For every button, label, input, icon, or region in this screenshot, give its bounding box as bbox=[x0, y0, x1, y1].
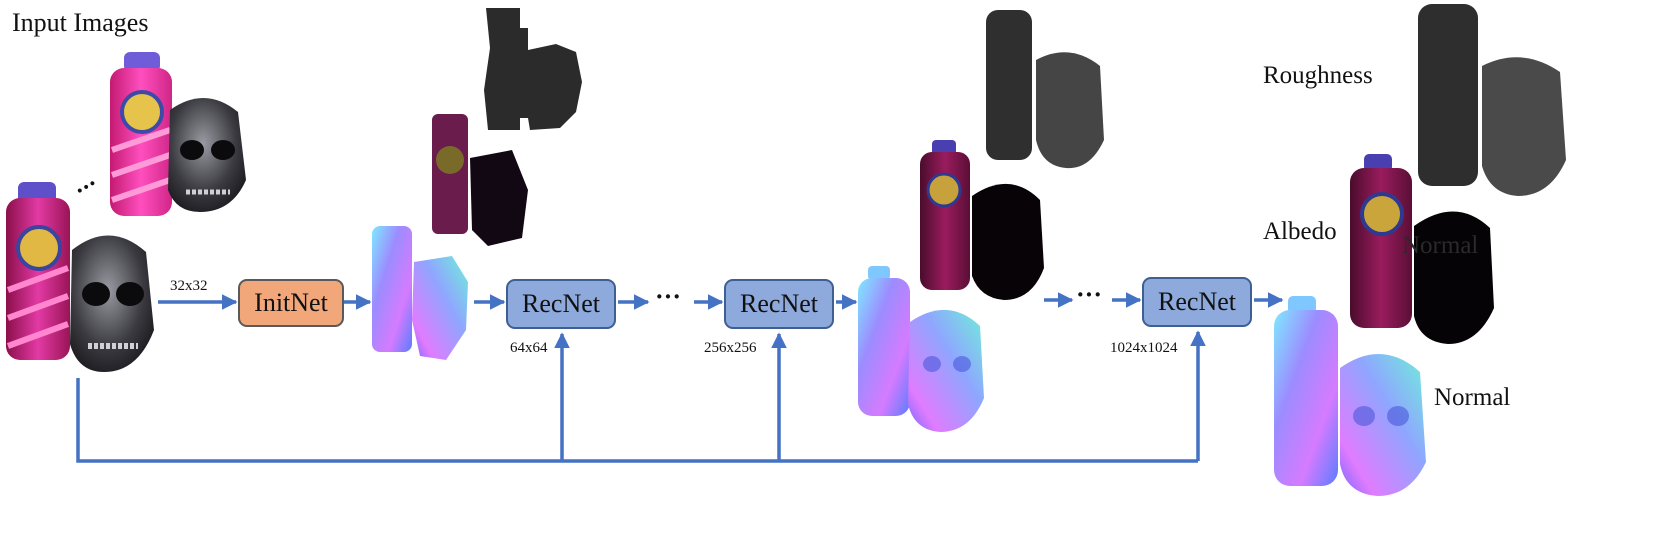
recnet-box-3: RecNet bbox=[1142, 277, 1252, 327]
input-bottle-front bbox=[6, 182, 70, 360]
mid-albedo-image bbox=[920, 140, 1044, 300]
recnet-1-resolution: 64x64 bbox=[510, 340, 548, 356]
final-roughness-image bbox=[1418, 4, 1566, 196]
final-normal-image bbox=[1274, 296, 1426, 496]
initnet-output bbox=[372, 8, 582, 360]
input-images-title: Input Images bbox=[12, 8, 149, 37]
ellipsis-2: ··· bbox=[1076, 280, 1103, 309]
final-albedo-image bbox=[1350, 154, 1494, 344]
initnet-box: InitNet bbox=[238, 279, 344, 327]
initnet-input-resolution: 32x32 bbox=[170, 278, 208, 294]
input-skull-back bbox=[168, 97, 246, 212]
occluded-normal-label: Normal bbox=[1402, 232, 1479, 259]
recnet-256-output bbox=[858, 10, 1104, 432]
recnet-box-1: RecNet bbox=[506, 279, 616, 329]
mid-roughness-image bbox=[986, 10, 1104, 169]
recnet-box-2: RecNet bbox=[724, 279, 834, 329]
connections bbox=[76, 292, 1284, 463]
roughness-label: Roughness bbox=[1263, 62, 1373, 89]
input-skull-front bbox=[70, 235, 154, 372]
initnet-normal-image bbox=[372, 226, 468, 360]
initnet-roughness-image bbox=[484, 8, 582, 130]
normal-label: Normal bbox=[1434, 384, 1511, 411]
recnet-2-resolution: 256x256 bbox=[704, 340, 757, 356]
skip-line bbox=[76, 378, 1198, 463]
albedo-label: Albedo bbox=[1263, 218, 1337, 245]
ellipsis-1: ··· bbox=[655, 282, 682, 311]
recnet-3-resolution: 1024x1024 bbox=[1110, 340, 1178, 356]
initnet-albedo-image bbox=[432, 114, 528, 246]
input-images bbox=[6, 52, 246, 372]
mid-normal-image bbox=[858, 266, 984, 432]
input-bottle-back bbox=[110, 52, 172, 216]
final-output bbox=[1274, 4, 1566, 496]
